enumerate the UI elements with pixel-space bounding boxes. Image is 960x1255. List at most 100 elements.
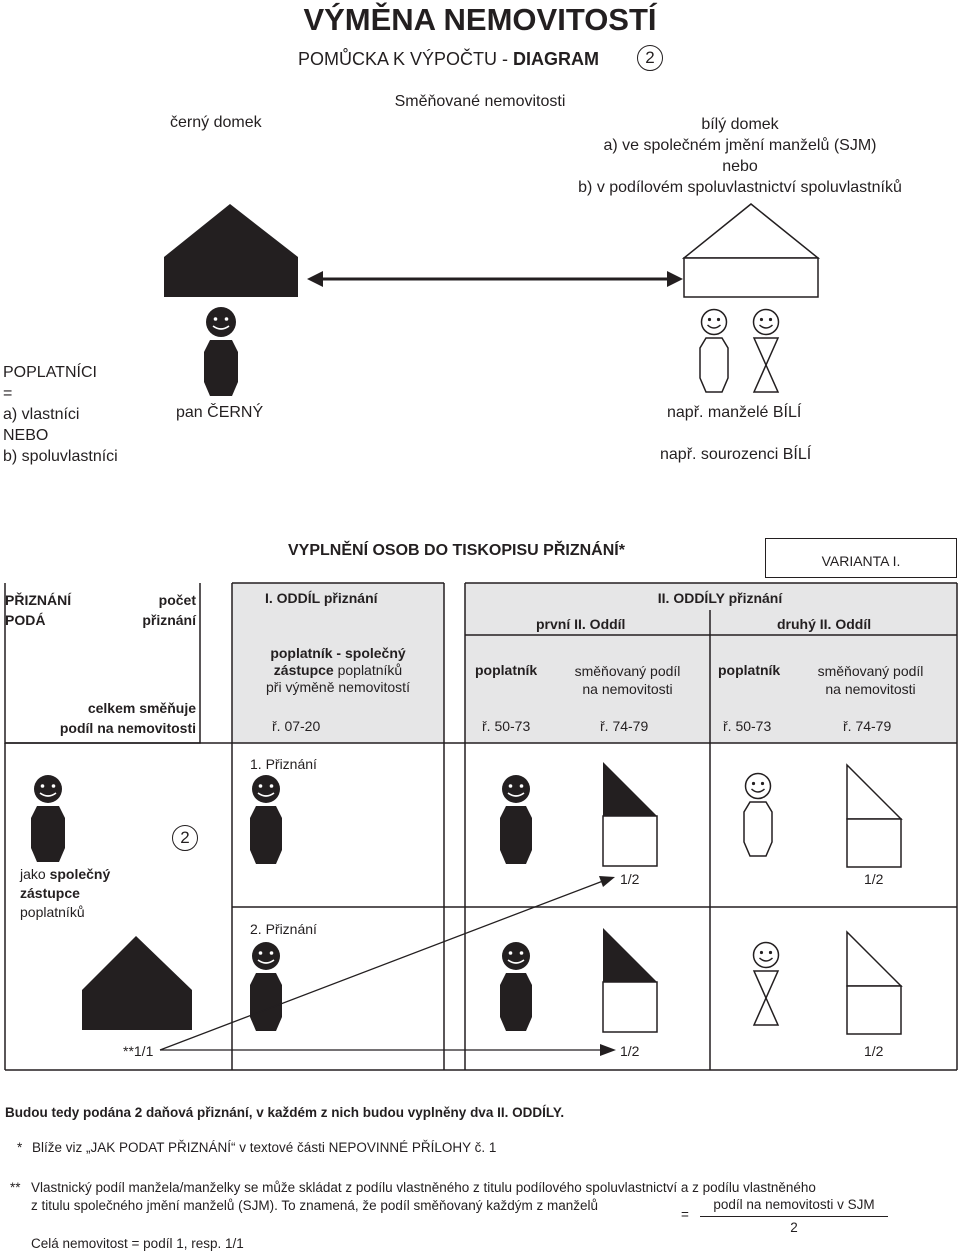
black-person-icon — [204, 307, 238, 396]
black-person-icon — [250, 942, 282, 1031]
filing-1-label: 1. Přiznání — [250, 756, 317, 772]
note-1-mark: * — [17, 1140, 23, 1155]
first-share-line-2: na nemovitosti — [582, 681, 673, 697]
payers-line-2: = — [3, 385, 13, 402]
first-section-2-title: první II. Oddíl — [536, 616, 626, 632]
filer-header-line-2: PODÁ — [5, 612, 46, 628]
note-1-text: Blíže viz „JAK PODAT PŘIZNÁNÍ“ v textové… — [32, 1140, 497, 1155]
agent-label-part-b: společný — [49, 866, 111, 882]
variant-label: VARIANTA I. — [821, 553, 901, 569]
arrowhead-icon — [599, 876, 615, 887]
total-share-line-2: podíl na nemovitosti — [59, 720, 196, 736]
section-1-title: I. ODDÍL přiznání — [265, 590, 378, 606]
white-man-icon — [699, 308, 729, 393]
section-1-desc-line-1: poplatník - společný — [270, 645, 406, 661]
filing-2-black-share: 1/2 — [620, 1043, 640, 1059]
black-person-icon — [500, 775, 532, 864]
payers-legend: POPLATNÍCI = a) vlastníci NEBO b) spoluv… — [3, 362, 118, 467]
count-header-line-1: počet — [158, 592, 196, 608]
payers-line-3: a) vlastníci — [3, 406, 80, 423]
diagram-number-badge: 2 — [637, 45, 663, 71]
section-1-desc-line-2: poplatníků — [333, 662, 403, 678]
filer-header-line-1: PŘIZNÁNÍ — [5, 592, 72, 608]
second-share-row-ref: ř. 74-79 — [843, 718, 892, 734]
first-share-header: směňovaný podíl na nemovitosti — [550, 662, 705, 698]
filings-count-badge: 2 — [172, 825, 198, 851]
white-house-line-3: nebo — [722, 158, 758, 175]
white-house-icon — [681, 203, 821, 298]
payers-line-4: NEBO — [3, 427, 49, 444]
fraction-denominator: 2 — [790, 1220, 798, 1235]
black-house-label: černý domek — [170, 114, 262, 131]
fraction-numerator: podíl na nemovitosti v SJM — [713, 1197, 875, 1212]
fraction-equals: = — [681, 1207, 689, 1222]
note-2-line-3: Celá nemovitost = podíl 1, resp. 1/1 — [31, 1236, 244, 1251]
section-1-header — [232, 583, 444, 743]
white-spouses-label: např. manželé BÍLÍ — [667, 404, 802, 421]
table-heading: VYPLNĚNÍ OSOB DO TISKOPISU PŘIZNÁNÍ* — [288, 542, 625, 559]
subtitle-prefix: POMŮCKA K VÝPOČTU - — [298, 49, 514, 69]
note-2-line-2: z titulu společného jmění manželů (SJM).… — [31, 1198, 599, 1213]
share-arrows — [159, 876, 616, 1056]
note-2-mark: ** — [10, 1180, 21, 1195]
page-title: VÝMĚNA NEMOVITOSTÍ — [303, 2, 657, 37]
subtitle-bold: DIAGRAM — [513, 49, 600, 69]
fraction-bar — [700, 1216, 888, 1217]
arrowhead-icon — [600, 1044, 616, 1056]
table-grid — [4, 582, 958, 1071]
filing-1-white-share: 1/2 — [864, 871, 884, 887]
second-section-2-title: druhý II. Oddíl — [777, 616, 872, 632]
white-house-line-4: b) v podílovém spoluvlastnictví spoluvla… — [578, 179, 902, 196]
white-house-line-1: bílý domek — [701, 116, 779, 133]
section-1-description: poplatník - společný zástupce poplatníků… — [232, 645, 444, 696]
black-person-icon — [500, 942, 532, 1031]
filing-1-black-share: 1/2 — [620, 871, 640, 887]
first-payer-row-ref: ř. 50-73 — [482, 718, 531, 734]
first-share-row-ref: ř. 74-79 — [600, 718, 649, 734]
second-payer-row-ref: ř. 50-73 — [723, 718, 772, 734]
agent-label-part-c: zástupce — [20, 885, 80, 901]
agent-label-part-d: poplatníků — [20, 904, 85, 920]
black-house-icon — [82, 936, 192, 1030]
white-house-line-2: a) ve společném jmění manželů (SJM) — [603, 137, 877, 154]
half-black-house-icon — [602, 762, 658, 867]
filing-2-white-share: 1/2 — [864, 1043, 884, 1059]
filing-2-label: 2. Přiznání — [250, 921, 317, 937]
payers-line-5: b) spoluvlastníci — [3, 448, 118, 465]
page-subtitle: POMŮCKA K VÝPOČTU - DIAGRAM — [298, 49, 599, 70]
second-share-header: směňovaný podíl na nemovitosti — [793, 662, 948, 698]
white-woman-icon — [752, 941, 780, 1026]
second-share-line-2: na nemovitosti — [825, 681, 916, 697]
total-share-line-1: celkem směňuje — [87, 700, 196, 716]
black-person-label: pan ČERNÝ — [176, 404, 264, 421]
section-2-header — [465, 583, 957, 743]
half-white-house-icon — [846, 930, 903, 1035]
summary-note: Budou tedy podána 2 daňová přiznání, v k… — [5, 1105, 565, 1120]
payers-line-1: POPLATNÍCI — [3, 364, 97, 381]
exchange-arrow-icon — [307, 271, 683, 287]
white-house-label: bílý domek a) ve společném jmění manželů… — [560, 114, 920, 198]
white-man-icon — [743, 772, 773, 857]
black-person-icon — [250, 775, 282, 864]
exchanged-properties-label: Směňované nemovitosti — [394, 93, 566, 110]
white-woman-icon — [752, 308, 780, 393]
total-share-value: **1/1 — [123, 1043, 154, 1059]
black-house-icon — [164, 204, 298, 297]
second-share-line-1: směňovaný podíl — [817, 663, 924, 679]
white-siblings-label: např. sourozenci BÍLÍ — [660, 446, 812, 463]
note-2-line-1: Vlastnický podíl manžela/manželky se můž… — [31, 1180, 816, 1195]
count-header: počet přiznání — [100, 590, 196, 630]
half-white-house-icon — [846, 763, 903, 868]
variant-box — [765, 538, 957, 578]
black-person-icon — [31, 775, 65, 862]
section-1-desc-bold: zástupce — [273, 662, 334, 678]
section-2-title: II. ODDÍLY přiznání — [657, 590, 783, 606]
count-header-line-2: přiznání — [142, 612, 196, 628]
total-share-header: celkem směňuje podíl na nemovitosti — [10, 698, 196, 738]
second-payer-header: poplatník — [718, 662, 781, 678]
filer-header: PŘIZNÁNÍ PODÁ — [5, 590, 71, 630]
half-black-house-icon — [602, 928, 658, 1033]
section-1-row-ref: ř. 07-20 — [272, 718, 321, 734]
first-payer-header: poplatník — [475, 662, 538, 678]
agent-label-part-a: jako — [20, 866, 50, 882]
